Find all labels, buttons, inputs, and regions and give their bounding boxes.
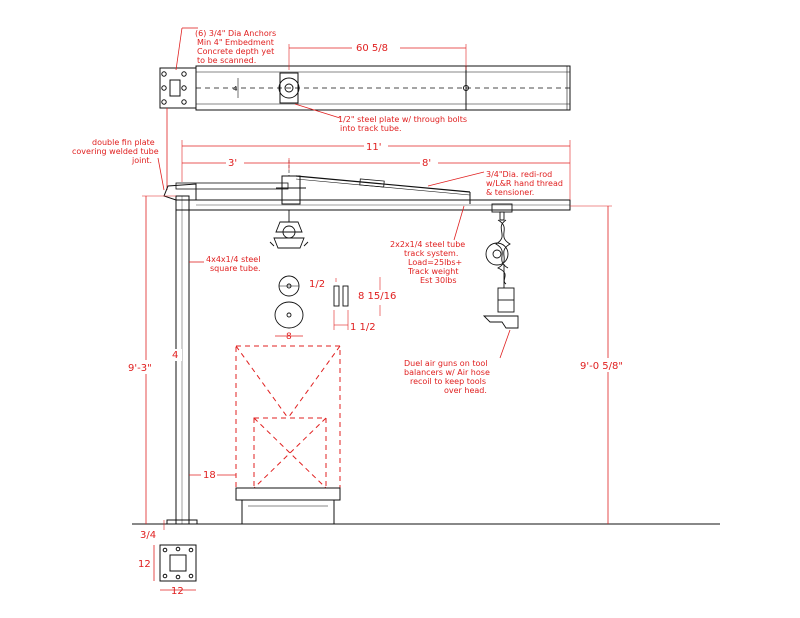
base-h-dim: 12: [138, 559, 151, 570]
anchor-note-2: Concrete depth yet: [197, 47, 274, 56]
svg-text:4: 4: [233, 85, 238, 93]
track-note-0: 2x2x1/4 steel tube: [390, 240, 465, 249]
workpiece-envelope: [235, 345, 341, 489]
fin-note-0: double fin plate: [92, 138, 155, 147]
base-gap-dim: 3/4: [140, 530, 156, 541]
right-span-dim: 8': [422, 158, 431, 169]
anchor-note-1: Min 4" Embedment: [197, 38, 274, 47]
offset-dim: 18: [203, 470, 216, 481]
post-size-dim: 4: [172, 350, 178, 361]
post-height-dim: 9'-3": [128, 363, 152, 374]
guns-note-1: balancers w/ Air hose: [404, 368, 490, 377]
base-w-dim: 12: [171, 586, 184, 597]
elevation-view: 8 1/2 8 15/16 1 1/2: [132, 160, 720, 525]
plate-note-1: into track tube.: [340, 124, 402, 133]
track-note-2: Load=25lbs+: [408, 258, 462, 267]
fin-plate: [163, 183, 197, 201]
plan-annotations: (6) 3/4" Dia Anchors Min 4" Embedment Co…: [166, 27, 467, 190]
rod-note-2: & tensioner.: [486, 188, 534, 197]
wheel-detail: [274, 275, 304, 329]
guns-note-3: over head.: [444, 386, 487, 395]
track-note-3: Track weight: [407, 267, 458, 276]
post-note-0: 4x4x1/4 steel: [206, 255, 260, 264]
plan-swivel-icon: [278, 77, 300, 99]
hanger-d-dim: 1 1/2: [350, 322, 376, 333]
guns-note-2: recoil to keep tools: [410, 377, 486, 386]
cart: [235, 487, 341, 525]
fin-note-1: covering welded tube: [72, 147, 159, 156]
track-note-1: track system.: [404, 249, 458, 258]
plan-length-dim: 60 5/8: [356, 43, 388, 54]
plan-view: 4: [159, 65, 571, 111]
track-note-4: Est 30lbs: [420, 276, 457, 285]
balancer-right: [482, 203, 519, 329]
redi-rod: [295, 175, 471, 193]
guns-note-0: Duel air guns on tool: [404, 359, 487, 368]
post-base-plate: [166, 519, 198, 525]
wheel-dim: 8: [286, 332, 292, 342]
hanger-w-dim: 1/2: [309, 279, 325, 290]
anchor-note-0: (6) 3/4" Dia Anchors: [195, 29, 276, 38]
hanger-detail: [333, 285, 349, 307]
post-note-1: square tube.: [210, 264, 261, 273]
base-plate-detail: 12 12: [138, 544, 197, 597]
plate-note-0: 1/2" steel plate w/ through bolts: [338, 115, 467, 124]
trolley: [281, 175, 301, 205]
fin-note-2: joint.: [131, 156, 152, 165]
hanger-h-dim: 8 15/16: [358, 291, 396, 302]
rod-note-1: w/L&R hand thread: [486, 179, 563, 188]
rod-note-0: 3/4"Dia. redi-rod: [486, 170, 552, 179]
left-span-dim: 3': [228, 158, 237, 169]
overall-dim: 11': [366, 142, 381, 153]
anchor-note-3: to be scanned.: [197, 56, 256, 65]
elevation-annotations: 11' 3' 8' 3/4"Dia. redi-rod w/L&R hand t…: [72, 138, 642, 541]
balancer-left: [269, 210, 309, 249]
track-height-dim: 9'-0 5/8": [580, 361, 623, 372]
plan-base-plate: [159, 67, 197, 109]
